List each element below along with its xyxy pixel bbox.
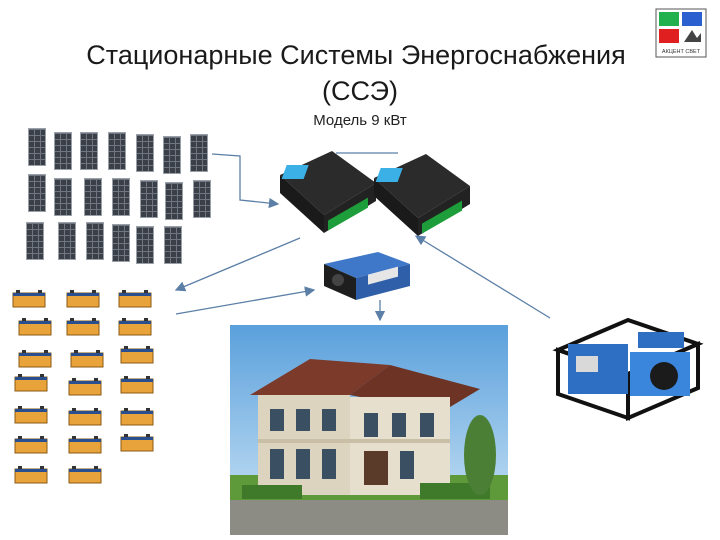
page-title-abbr: (ССЭ)	[321, 76, 399, 106]
battery-icon	[120, 376, 154, 394]
house-image	[230, 325, 508, 535]
battery-icon	[14, 436, 48, 454]
solar-panel-icon	[86, 222, 104, 260]
generator-icon	[552, 317, 704, 422]
controller-display	[281, 165, 309, 179]
battery-icon	[66, 290, 100, 308]
controller-to-battery-arrow	[174, 237, 301, 292]
battery-icon	[18, 350, 52, 368]
panel-to-controller-line	[211, 153, 280, 209]
page-subtitle: Модель 9 кВт	[313, 112, 407, 129]
solar-panel-icon	[164, 226, 182, 264]
battery-icon	[120, 434, 154, 452]
solar-panel-icon	[193, 180, 211, 218]
logo-text: АКЦЕНТ СВЕТ	[662, 49, 701, 55]
battery-icon	[68, 378, 102, 396]
battery-icon	[120, 346, 154, 364]
battery-icon	[14, 406, 48, 424]
battery-icon	[118, 318, 152, 336]
solar-panel-icon	[26, 222, 44, 260]
solar-panel-icon	[165, 182, 183, 220]
solar-panel-icon	[163, 136, 181, 174]
inverter-fan	[332, 274, 344, 286]
solar-panel-icon	[190, 134, 208, 172]
battery-icon	[66, 318, 100, 336]
logo-blue-square	[682, 12, 702, 26]
generator-to-controller-arrow	[414, 235, 551, 319]
solar-panel-icon	[112, 178, 130, 216]
battery-icon	[14, 374, 48, 392]
solar-panel-icon	[28, 174, 46, 212]
charge-controller-icon	[374, 154, 470, 236]
battery-icon	[120, 408, 154, 426]
solar-panel-icon	[58, 222, 76, 260]
page-title: Стационарные Системы Энергоснабжения	[86, 40, 626, 70]
logo-red-square	[659, 29, 679, 43]
logo-green-square	[659, 12, 679, 26]
solar-panel-icon	[54, 132, 72, 170]
battery-icon	[68, 408, 102, 426]
battery-icon	[18, 318, 52, 336]
generator-panel	[576, 356, 598, 372]
solar-panel-icon	[54, 178, 72, 216]
battery-icon	[68, 436, 102, 454]
generator-engine	[650, 362, 678, 390]
solar-panel-icon	[108, 132, 126, 170]
inverter-icon	[324, 252, 410, 300]
solar-panel-icon	[28, 128, 46, 166]
battery-icon	[68, 466, 102, 484]
charge-controller-icon	[280, 151, 376, 233]
logo-bird-icon	[684, 30, 701, 42]
battery-icon	[118, 290, 152, 308]
solar-panel-icon	[84, 178, 102, 216]
battery-icon	[12, 290, 46, 308]
solar-panel-icon	[80, 132, 98, 170]
solar-panel-icon	[112, 224, 130, 262]
battery-icon	[14, 466, 48, 484]
battery-to-inverter-arrow	[175, 286, 316, 315]
solar-panel-icon	[136, 226, 154, 264]
battery-icon	[70, 350, 104, 368]
controller-display	[375, 168, 403, 182]
solar-panel-icon	[136, 134, 154, 172]
solar-panel-icon	[140, 180, 158, 218]
company-logo: АКЦЕНТ СВЕТ	[655, 8, 707, 58]
